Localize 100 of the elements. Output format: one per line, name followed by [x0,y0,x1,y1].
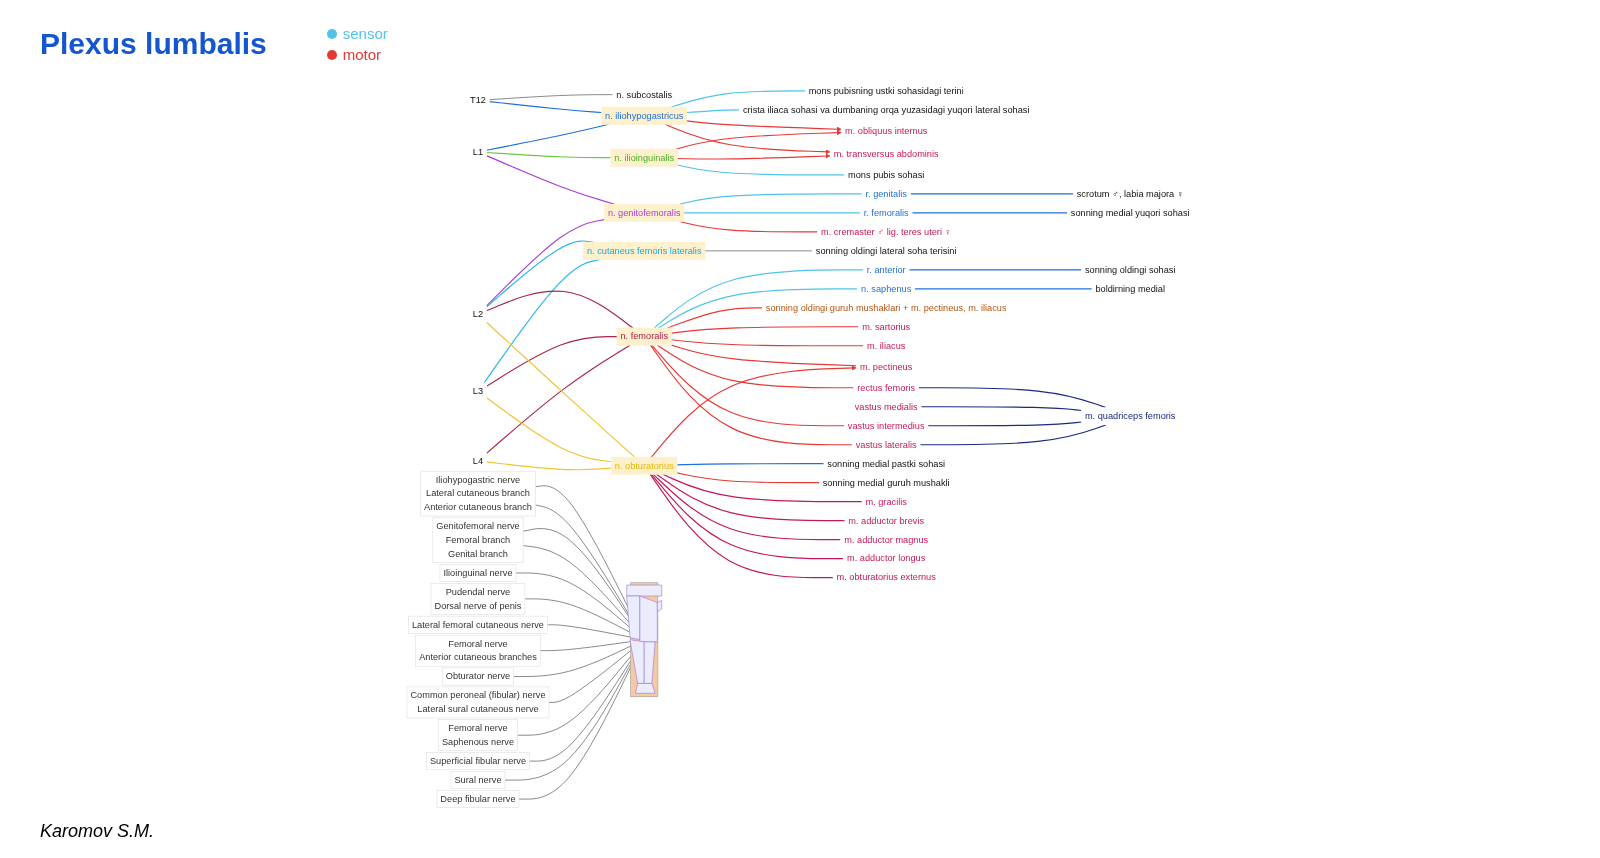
node-text: m. adductor brevis [848,515,925,526]
legend-label: sensor [342,25,388,42]
node-text: L3 [472,386,484,397]
node-text: r. genitalis [865,188,907,199]
node-text: m. pectineus [860,361,913,372]
node-text: sonning oldingi guruh mushaklari + m. pectineus, m. iliacus [765,302,1007,313]
connector [670,344,858,367]
connector [908,269,1083,271]
connector [513,645,631,677]
connector [683,212,861,214]
node-box: n. femoralis [616,327,672,346]
node-text: m. obturatorius externus [836,572,936,583]
node-text: vastus lateralis [855,439,917,450]
node-text: T12 [470,95,486,106]
title: Plexus lumbalis [40,27,267,61]
connector [517,656,631,736]
connector [657,288,859,329]
connector [540,641,631,651]
connector [489,94,614,100]
connector [651,344,845,427]
connector [920,406,1083,412]
connector [653,269,864,329]
connector [655,473,846,522]
node-text: vastus intermedius [847,420,925,431]
legend-label: motor [342,46,382,63]
node-box: n. iliohypogastricus [601,106,688,125]
connector [670,339,865,347]
node-text: n. saphenus [861,283,912,294]
connector [485,151,612,159]
node-text: sonning oldingi sohasi [1084,264,1176,275]
node-text: m. iliacus [867,340,906,351]
node-box: Iliohypogastric nerve Lateral cutaneous branch Anterior cutaneous branch [420,470,536,517]
node-text: sonning medial yuqori sohasi [1070,207,1190,218]
node-text: sonning medial pastki sohasi [827,458,946,469]
node-box: n. cutaneus femoris lateralis [583,241,706,260]
connector [686,109,741,114]
connector [518,667,631,800]
node-box: Deep fibular nerve [436,790,520,808]
connector [656,344,855,389]
node-text: m. adductor magnus [844,534,929,545]
node-text: r. anterior [866,264,906,275]
connector [522,545,631,625]
connector [504,664,631,781]
node-text: sonning medial guruh mushakli [822,477,950,488]
node-box: Sural nerve [450,771,506,789]
connector [911,212,1068,214]
node-box: n. ilioinguinalis [610,148,678,167]
connector [485,461,612,471]
connector [485,290,634,329]
node-text: L2 [472,309,484,320]
connector [909,193,1074,195]
arrow [677,153,831,160]
node-box: Obturator nerve [442,667,514,686]
node-text: m. gracilis [865,496,907,507]
node-text: m. obliquus internus [845,125,928,136]
node-text: r. femoralis [863,207,909,218]
arrow [675,130,842,150]
connector [670,326,860,334]
node-box: Superficial fibular nerve [426,752,530,770]
node-text: n. subcostalis [616,89,673,100]
connector [485,321,636,458]
connector [524,598,631,633]
node-text: boldirning medial [1095,283,1165,294]
author-name: Karomov S.M. [40,821,155,842]
connector [676,472,820,484]
connector [488,101,603,114]
node-text: L1 [472,146,484,157]
node-text: L4 [472,455,484,466]
node-box: Ilioinguinal nerve [439,564,517,582]
node-text: scrotum ♂, labia majora ♀ [1076,188,1184,199]
connector [914,288,1093,290]
connector [485,344,631,454]
connector [927,421,1083,427]
arrow [650,365,857,458]
connector [676,463,825,466]
node-text: vastus medialis [854,401,918,412]
connector [548,650,631,703]
node-text: rectus femoris [857,382,916,393]
node-text: mons pubisning ustki sohasidagi terini [808,85,964,96]
node-box: Femoral nerve Anterior cutaneous branches [415,634,541,667]
connector [485,397,612,463]
connector [679,193,863,205]
connector [515,572,631,629]
connector [649,344,853,446]
connector [547,624,631,638]
node-text: m. cremaster ♂ lig. teres uteri ♀ [820,226,952,237]
connector [485,219,605,307]
node-text: m. adductor longus [847,553,926,564]
node-text: sonning oldingi lateral soha terisini [815,245,957,256]
connector [529,660,631,762]
connector [662,473,863,503]
node-box: n. obturatorius [611,456,678,475]
node-box: Common peroneal (fibular) nerve Lateral sural cutaneous nerve [406,686,550,719]
node-box: n. genitofemoralis [604,203,685,222]
connector [652,473,842,541]
node-text: m. sartorius [862,321,911,332]
node-text: mons pubis sohasi [848,169,925,180]
node-text: m. quadriceps femoris [1084,411,1176,421]
node-box: Femoral nerve Saphenous nerve [438,719,518,752]
node-box: Lateral femoral cutaneous nerve [408,615,548,634]
